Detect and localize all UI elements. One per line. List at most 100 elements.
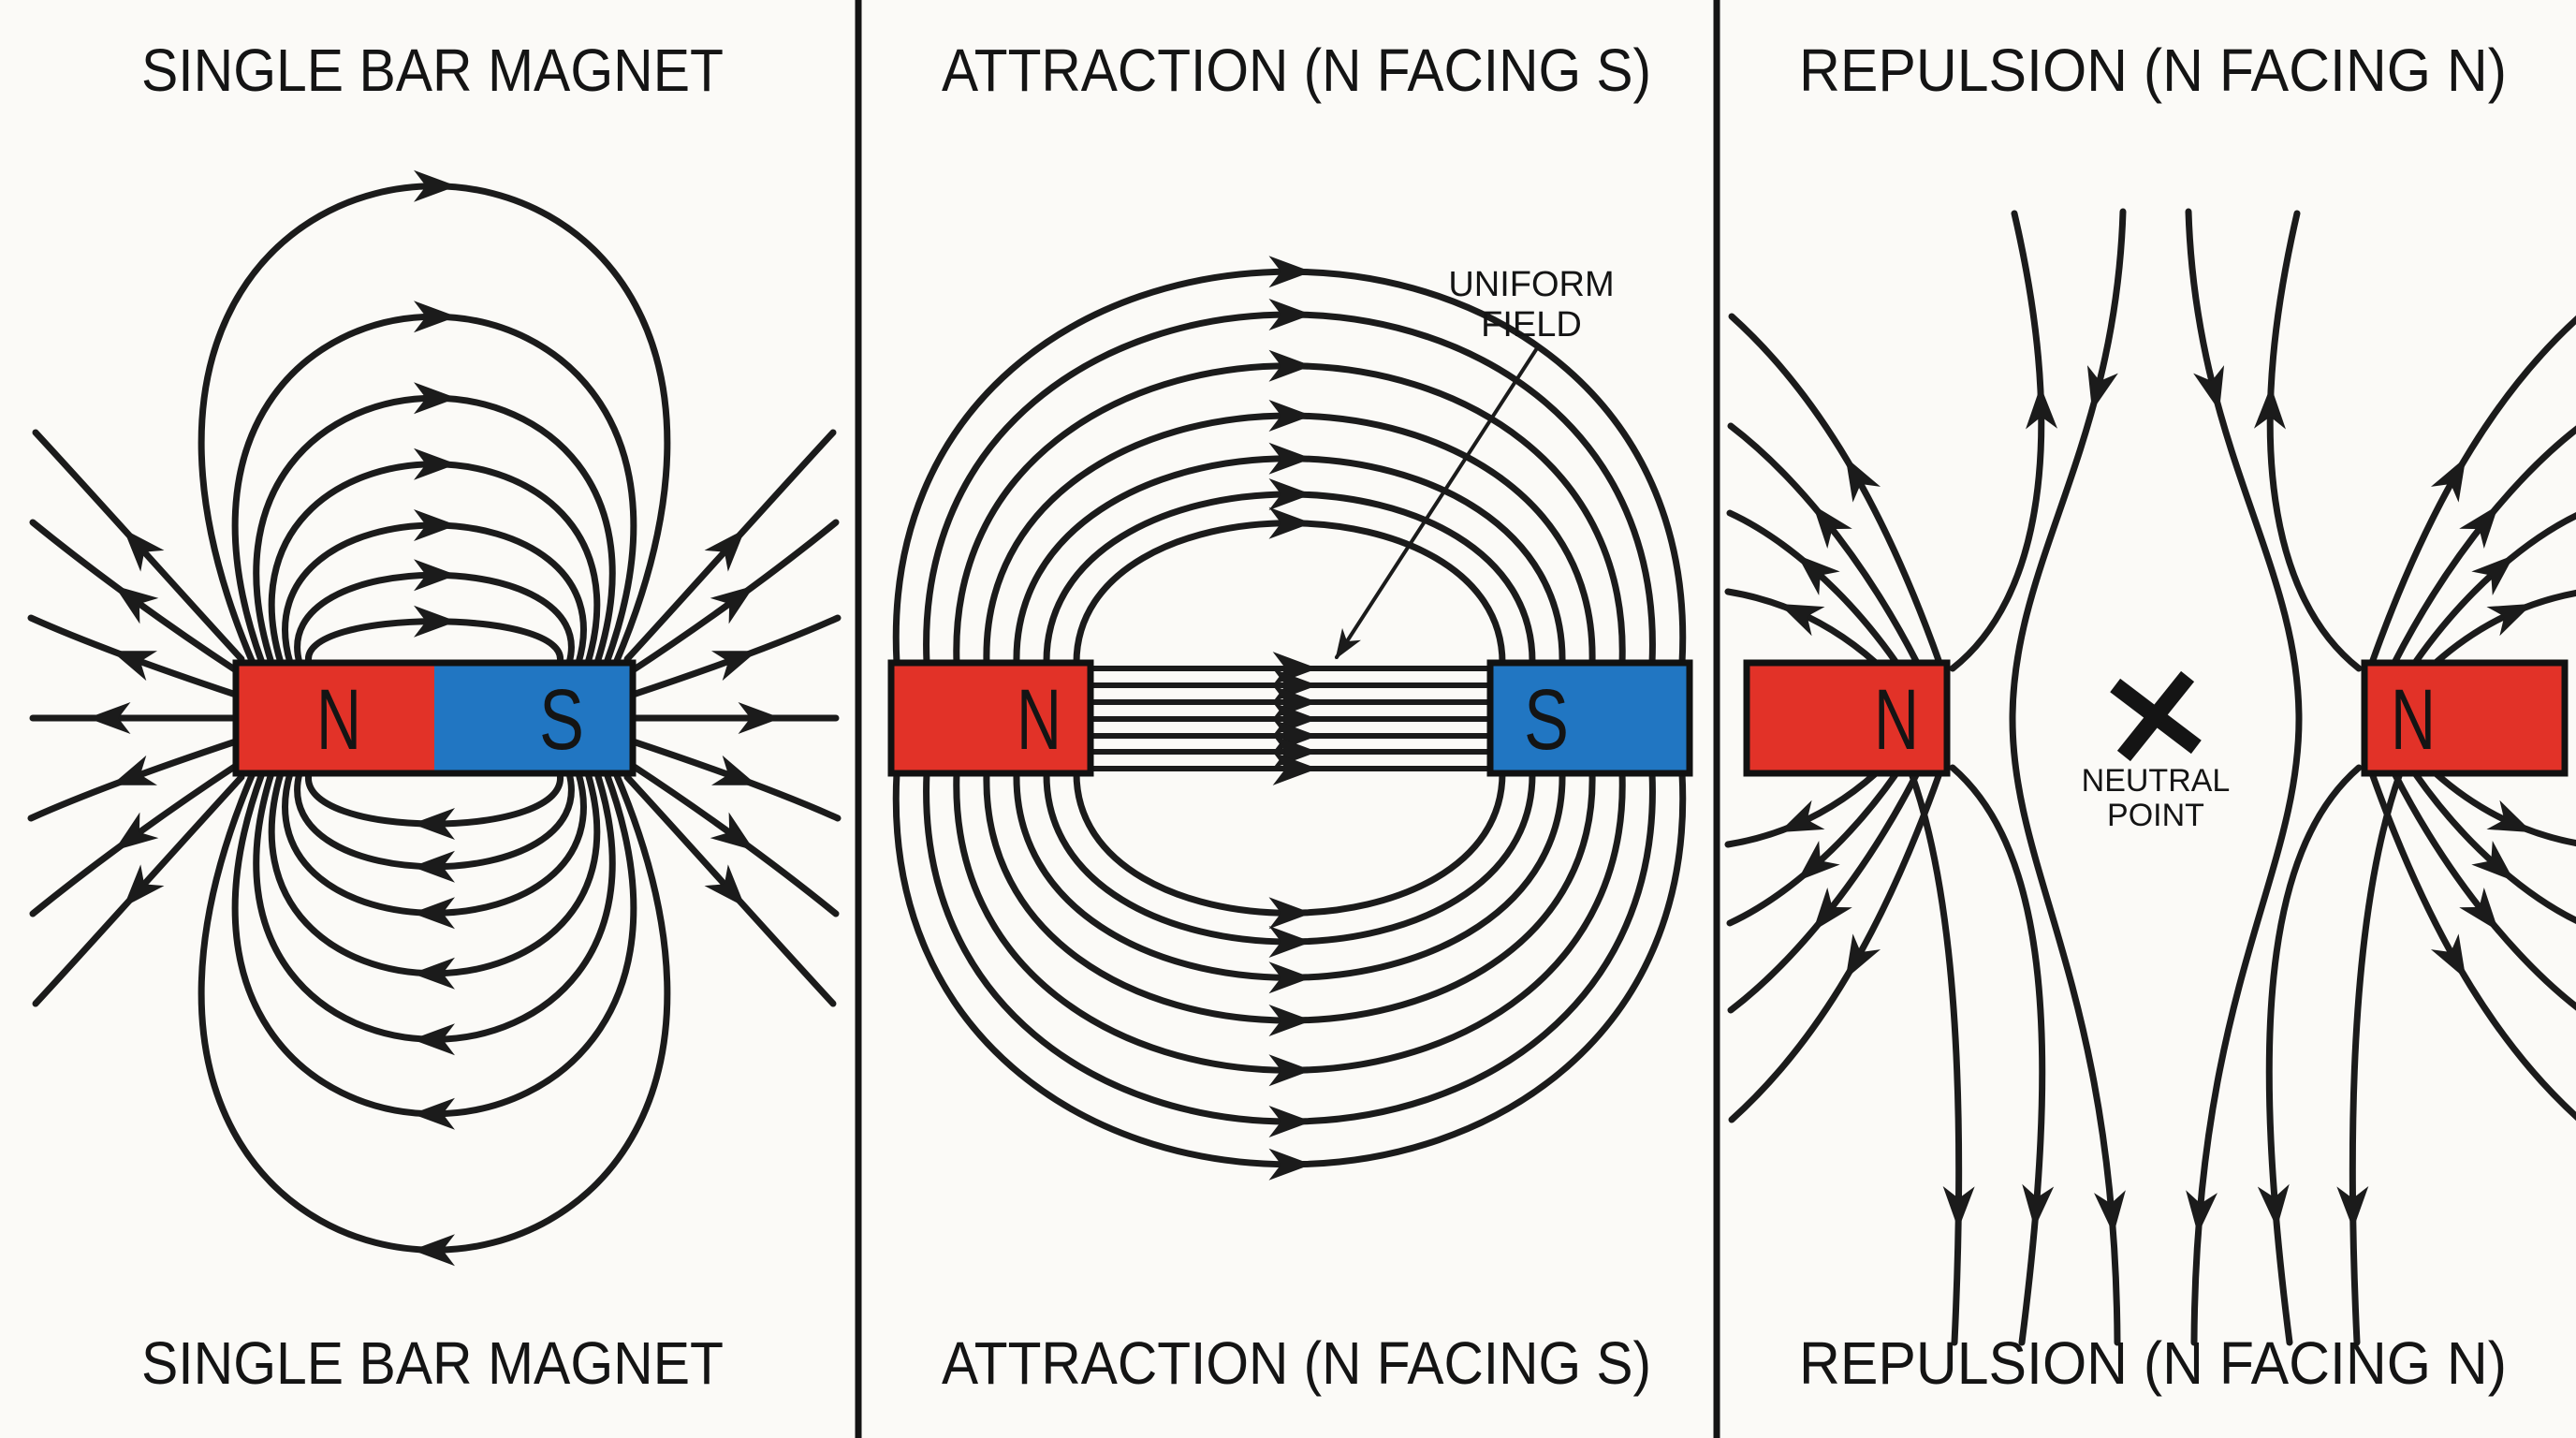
panel1-caption: SINGLE BAR MAGNET [141, 1329, 724, 1397]
field-arrowhead [738, 702, 782, 734]
panel3-left-north-label: N [1874, 672, 1919, 768]
field-line [2368, 770, 2576, 1122]
panel3-field-lines [1724, 208, 2576, 1346]
panel3-caption: REPULSION (N FACING N) [1799, 1329, 2507, 1397]
field-arrowhead [123, 864, 165, 907]
neutral-point-marker [2110, 670, 2202, 762]
neutral-point-label-line1: NEUTRAL [2082, 763, 2231, 799]
field-arrowhead [710, 585, 754, 624]
field-line [1949, 210, 2045, 672]
field-arrowhead [2022, 1183, 2055, 1228]
field-line [1728, 313, 1943, 667]
field-arrowhead [1778, 800, 1825, 833]
panel1-title: SINGLE BAR MAGNET [141, 37, 724, 104]
field-arrowhead [412, 808, 455, 840]
field-arrowhead [710, 651, 758, 682]
field-arrowhead [1268, 961, 1312, 994]
field-arrowhead [1796, 554, 1840, 595]
neutral-point-label-line2: POINT [2107, 798, 2204, 833]
field-arrowhead [1268, 442, 1312, 475]
panel3-magnets: N N [1743, 659, 2569, 777]
panel2-magnets: N S [887, 659, 1693, 777]
field-arrowhead [1845, 933, 1881, 979]
field-arrowhead [110, 755, 158, 785]
field-arrowhead [413, 448, 457, 480]
field-arrowhead [1268, 478, 1312, 510]
field-arrowhead [1812, 505, 1852, 549]
panel2-field-lines [892, 256, 1687, 1181]
field-arrowhead [710, 755, 758, 785]
field-arrowhead [2336, 1185, 2369, 1230]
field-arrowhead [114, 812, 159, 851]
field-arrowhead [1796, 841, 1840, 882]
panel1-north-half [236, 663, 434, 773]
panel3-title: REPULSION (N FACING N) [1799, 37, 2507, 104]
field-arrowhead [1812, 888, 1852, 932]
field-arrowhead [2459, 505, 2499, 549]
field-arrowhead [412, 1234, 456, 1267]
panel3-left-magnet-outline [1743, 659, 1951, 777]
panel2-title: ATTRACTION (N FACING S) [942, 37, 1651, 104]
panel2-north-label: N [1017, 672, 1061, 768]
field-line [2368, 315, 2576, 667]
field-arrowhead [710, 812, 754, 851]
field-line [2185, 208, 2303, 1346]
field-arrowhead [114, 585, 159, 624]
field-line [1335, 346, 1539, 659]
field-arrowhead [2486, 800, 2533, 833]
field-arrowhead [1268, 1148, 1312, 1181]
field-arrowhead [1778, 603, 1825, 637]
field-arrowhead [2486, 603, 2533, 637]
panel3-right-magnet-outline [2361, 659, 2569, 777]
field-arrowhead [1268, 1106, 1312, 1137]
field-arrowhead [2430, 933, 2466, 979]
panel2-caption: ATTRACTION (N FACING S) [942, 1329, 1651, 1397]
field-arrowhead [1272, 752, 1318, 785]
field-arrowhead [2459, 888, 2499, 932]
field-line [1908, 770, 1963, 1346]
field-arrowhead [414, 169, 458, 202]
field-arrowhead [1268, 897, 1312, 930]
panel2-south-magnet [1490, 663, 1690, 773]
field-arrowhead [412, 897, 456, 930]
panel1-field-lines [27, 169, 842, 1267]
field-arrowhead [87, 702, 131, 734]
field-arrowhead [2026, 386, 2058, 430]
field-arrowhead [1268, 349, 1312, 382]
field-arrowhead [1268, 926, 1312, 958]
field-arrowhead [413, 605, 457, 638]
panel1-north-label: N [316, 672, 361, 768]
field-arrowhead [1268, 299, 1312, 330]
field-arrowhead [412, 1023, 456, 1056]
panel1-south-half [434, 663, 633, 773]
panel2-north-magnet-outline [887, 659, 1094, 777]
field-arrowhead [1335, 627, 1361, 660]
field-arrowhead [2257, 1183, 2290, 1228]
field-arrowhead [1845, 457, 1881, 503]
field-arrowhead [2094, 1190, 2126, 1235]
field-arrowhead [1268, 256, 1312, 288]
field-line [2009, 208, 2127, 1346]
field-arrowhead [704, 864, 746, 907]
field-arrowhead [2193, 365, 2225, 411]
uniform-field-label-line1: UNIFORM [1448, 265, 1614, 304]
panel3-left-magnet [1747, 663, 1947, 773]
field-arrowhead [2430, 457, 2466, 503]
field-arrowhead [413, 509, 457, 542]
field-arrowhead [2186, 1190, 2217, 1235]
field-arrowhead [2471, 554, 2515, 595]
field-arrowhead [1268, 400, 1312, 432]
field-arrowhead [412, 957, 456, 990]
panel2-north-magnet [891, 663, 1090, 773]
panel3-right-north-label: N [2391, 672, 2436, 768]
panel1-south-label: S [539, 672, 584, 768]
field-arrowhead [110, 651, 158, 682]
panel1-magnet-outline [232, 659, 637, 777]
field-arrowhead [413, 301, 457, 333]
field-arrowhead [411, 1097, 455, 1130]
field-arrowhead [2471, 841, 2515, 882]
field-line [2349, 770, 2404, 1346]
panel3-right-magnet [2364, 663, 2565, 773]
field-arrowhead [413, 559, 457, 592]
